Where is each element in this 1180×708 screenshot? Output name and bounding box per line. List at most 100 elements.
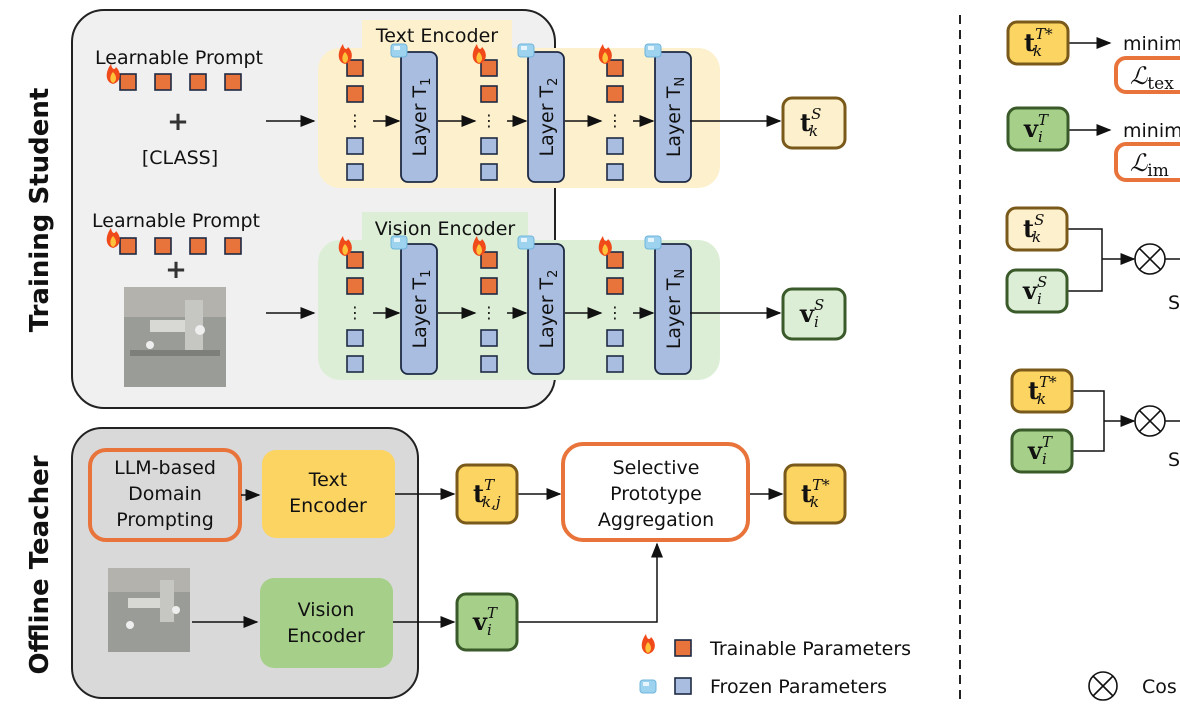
vision-prompt-token [189,237,207,255]
vision-layer-1 [400,243,438,375]
image-loss-box [1114,142,1180,182]
fire-icon [598,44,612,64]
legend-cosine-icon [1088,671,1118,701]
text-loss-box [1114,56,1180,94]
aggregation-line-3: Aggregation [598,509,714,531]
text-frozen-token [606,163,624,181]
text-layer-label: Layer TN [663,77,688,157]
fire-icon [338,44,352,64]
text-prompt-token [154,73,172,91]
sim-teacher-text-feature: tT*k [1010,368,1074,414]
text-layer-label: Layer T1 [409,78,434,157]
vision-layer-label: Layer T2 [536,270,561,349]
legend-trainable-label: Trainable Parameters [709,638,911,660]
text-layer-1 [400,51,438,183]
svg-text:vSi: vSi [799,296,824,331]
aerial-image-student [124,287,226,387]
cosine-icon [1134,405,1166,437]
vision-trainable-token [346,277,364,295]
text-loss: ℒtex [1130,62,1174,94]
vision-encoder-tab [362,212,528,242]
llm-box-line-1: LLM-based [114,457,216,479]
student-sim-connector [1068,228,1103,292]
vision-layer-2 [527,243,565,375]
ice-cube-icon [517,43,535,58]
fire-icon [338,236,352,256]
text-trainable-token [480,85,498,103]
text-encoder-tab [362,20,512,50]
legend-cosine-label: Cos [1142,676,1177,698]
ellipsis: ⋮ [481,111,497,130]
vision-prompt-token [224,237,242,255]
teacher-sim-connector [1072,390,1105,452]
vision-frozen-token [346,355,364,373]
svg-text:tSk: tSk [800,105,821,140]
fire-icon [641,634,655,654]
ice-cube-icon [390,43,408,58]
fire-icon [106,64,120,84]
fire-icon [472,236,486,256]
vision-prompt-token [119,237,137,255]
vision-trainable-token [480,277,498,295]
text-trainable-token [606,85,624,103]
text-distill-label: minim [1123,33,1180,55]
vision-frozen-token [606,355,624,373]
cosine-icon [1134,243,1166,275]
text-layer-3 [654,51,692,183]
text-prompt-token [119,73,137,91]
text-trainable-token [346,59,364,77]
image-loss: ℒim [1130,149,1169,181]
text-layer-label: Layer T2 [536,78,561,157]
svg-text:tTk,j: tTk,j [473,476,501,511]
text-trainable-token [346,85,364,103]
training-student-label: Training Student [25,88,55,333]
vision-trainable-token [606,251,624,269]
ellipsis: ⋮ [347,303,363,322]
teacher-vision-encoder [260,578,393,668]
text-prompt-token [189,73,207,91]
vision-frozen-token [606,329,624,347]
vision-frozen-token [480,329,498,347]
text-frozen-token [346,163,364,181]
fire-icon [472,44,486,64]
svg-text:tT*k: tT*k [1024,25,1053,60]
vision-frozen-token [480,355,498,373]
ice-cube-icon [644,235,662,250]
svg-text:tT*k: tT*k [1028,373,1057,408]
teacher-aggregated-text-feature: tT*k [783,463,847,525]
fire-icon [598,236,612,256]
text-prompt-label: Learnable Prompt [95,47,263,69]
ellipsis: ⋮ [607,111,623,130]
selective-prototype-aggregation-box [561,442,750,542]
text-layer-2 [527,51,565,183]
aerial-image-teacher [108,568,190,652]
text-trainable-token [606,59,624,77]
aggregation-line-2: Prototype [610,483,702,505]
vision-layer-label: Layer T1 [409,270,434,349]
svg-text:vTi: vTi [1023,111,1049,146]
vision-plus: + [165,255,187,285]
vision-layer-label: Layer TN [663,269,688,349]
fire-icon [106,228,120,248]
llm-box-line-3: Prompting [116,509,214,531]
vision-prompt-label: Learnable Prompt [92,210,260,232]
teacher-vision-encoder-line-2: Encoder [287,625,365,647]
vision-encoder-title: Vision Encoder [375,218,516,240]
vision-trainable-token [606,277,624,295]
text-frozen-token [346,137,364,155]
aggregation-line-1: Selective [613,457,700,479]
text-plus: + [167,107,189,137]
teacher-sim-label: S [1168,449,1180,471]
svg-text:vSi: vSi [1022,273,1047,308]
text-frozen-token [606,137,624,155]
svg-text:vTi: vTi [472,604,498,639]
vision-trainable-token [346,251,364,269]
